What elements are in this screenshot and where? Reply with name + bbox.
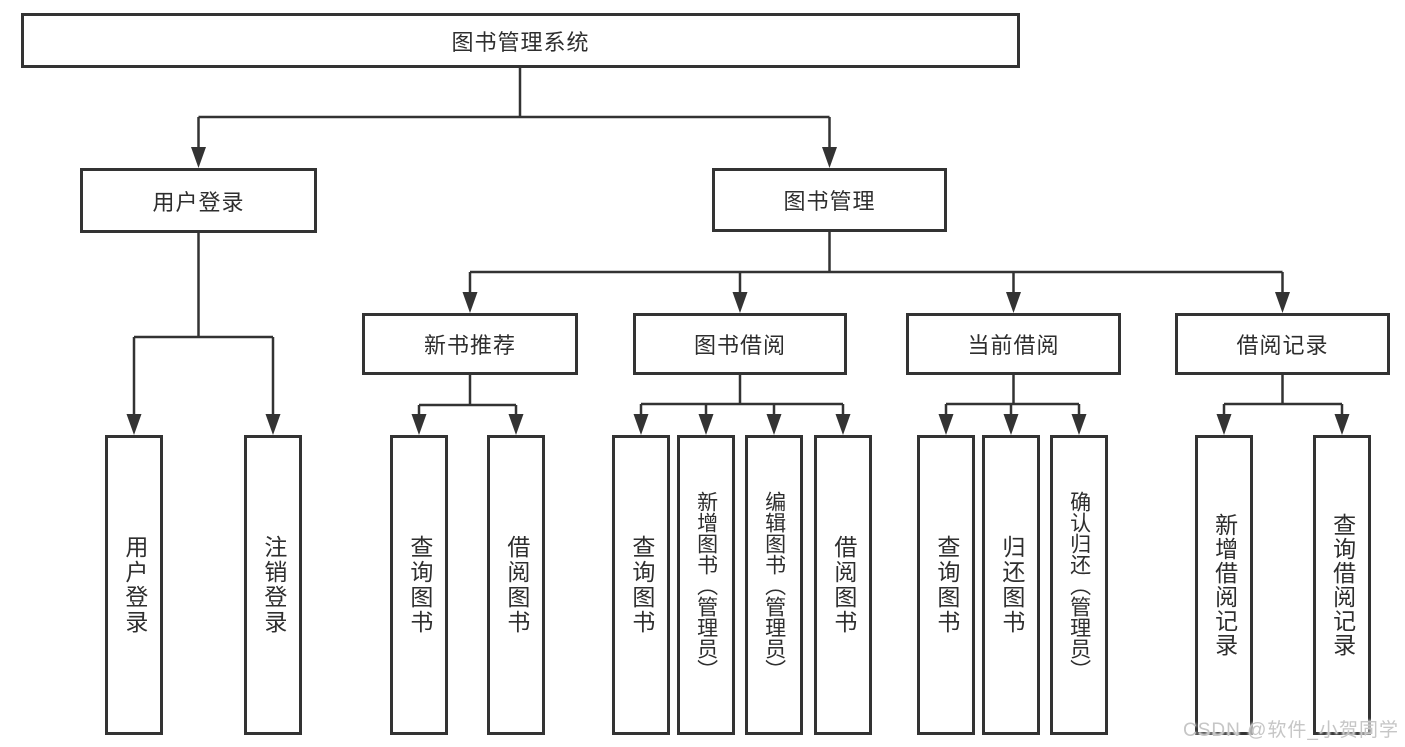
node-label: 用户登录: [152, 189, 245, 215]
leaf-label: 借阅图书: [830, 535, 857, 635]
node-label: 图书借阅: [693, 333, 786, 358]
connector-fan-0: [191, 68, 837, 168]
arrowhead-down-icon: [1071, 414, 1087, 435]
leaf-label: 查询图书: [628, 535, 655, 635]
leaf-label: 新增图书（管理员）: [694, 490, 718, 680]
arrowhead-down-icon: [1275, 292, 1290, 313]
leaf-logout: 注销登录: [244, 435, 302, 735]
arrowhead-down-icon: [732, 292, 748, 313]
node-library-system: 图书管理系统: [21, 13, 1020, 68]
connector-fan-5: [938, 375, 1087, 435]
leaf-return-books: 归还图书: [982, 435, 1040, 735]
node-book-management: 图书管理: [712, 168, 947, 232]
arrowhead-down-icon: [191, 147, 206, 168]
leaf-borrow-books-1: 借阅图书: [487, 435, 545, 735]
node-user-login: 用户登录: [80, 168, 317, 233]
node-label: 当前借阅: [967, 333, 1060, 358]
node-label: 图书管理系统: [451, 29, 590, 55]
leaf-label: 注销登录: [260, 535, 287, 635]
leaf-user-login: 用户登录: [105, 435, 163, 735]
arrowhead-down-icon: [462, 292, 478, 313]
leaf-add-borrow-record: 新增借阅记录: [1195, 435, 1253, 735]
node-borrow-records: 借阅记录: [1175, 313, 1390, 375]
arrowhead-down-icon: [1003, 414, 1019, 435]
leaf-label: 查询图书: [406, 535, 433, 635]
arrowhead-down-icon: [126, 414, 142, 435]
leaf-label: 编辑图书（管理员）: [762, 490, 786, 680]
leaf-edit-books-admin: 编辑图书（管理员）: [745, 435, 803, 735]
arrowhead-down-icon: [698, 414, 714, 435]
node-label: 图书管理: [783, 189, 876, 214]
leaf-add-books-admin: 新增图书（管理员）: [677, 435, 735, 735]
connector-fan-6: [1216, 375, 1350, 435]
arrowhead-down-icon: [633, 414, 649, 435]
arrowhead-down-icon: [1216, 414, 1232, 435]
arrowhead-down-icon: [1334, 414, 1350, 435]
leaf-query-books-3: 查询图书: [917, 435, 975, 735]
leaf-query-books-2: 查询图书: [612, 435, 670, 735]
leaf-label: 新增借阅记录: [1211, 513, 1238, 657]
leaf-confirm-return-admin: 确认归还（管理员）: [1050, 435, 1108, 735]
arrowhead-down-icon: [822, 147, 837, 168]
leaf-label: 确认归还（管理员）: [1067, 490, 1091, 680]
node-current-borrow: 当前借阅: [906, 313, 1121, 375]
node-label: 借阅记录: [1236, 333, 1329, 358]
arrowhead-down-icon: [766, 414, 782, 435]
connector-fan-4: [633, 375, 851, 435]
arrowhead-down-icon: [938, 414, 954, 435]
arrowhead-down-icon: [835, 414, 851, 435]
leaf-query-borrow-record: 查询借阅记录: [1313, 435, 1371, 735]
leaf-label: 用户登录: [121, 535, 148, 635]
arrowhead-down-icon: [411, 414, 427, 435]
leaf-borrow-books-2: 借阅图书: [814, 435, 872, 735]
leaf-label: 归还图书: [998, 535, 1025, 635]
connector-fan-3: [411, 375, 524, 435]
arrowhead-down-icon: [1006, 292, 1021, 313]
node-label: 新书推荐: [423, 333, 516, 358]
leaf-query-books-1: 查询图书: [390, 435, 448, 735]
node-new-book-recommend: 新书推荐: [362, 313, 578, 375]
arrowhead-down-icon: [265, 414, 281, 435]
node-book-borrow: 图书借阅: [633, 313, 847, 375]
connector-fan-2: [462, 232, 1290, 313]
arrowhead-down-icon: [508, 414, 524, 435]
leaf-label: 借阅图书: [503, 535, 530, 635]
leaf-label: 查询借阅记录: [1329, 513, 1356, 657]
csdn-watermark: CSDN @软件_小贺同学: [1183, 720, 1399, 741]
leaf-label: 查询图书: [933, 535, 960, 635]
connector-fan-1: [126, 233, 281, 435]
